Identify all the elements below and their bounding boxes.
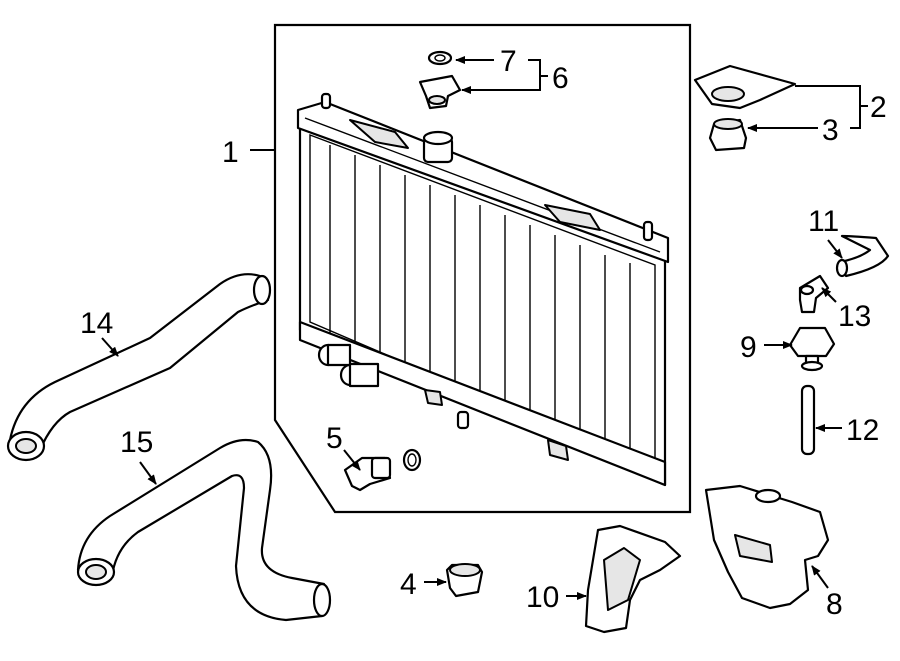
callout-11: 11 [808, 205, 839, 238]
callout-9: 9 [740, 331, 757, 364]
callout-12: 12 [846, 414, 879, 447]
leader-lines [101, 56, 868, 600]
callout-1: 1 [222, 136, 239, 169]
drain-o-ring [402, 448, 422, 472]
callout-2: 2 [870, 91, 887, 124]
callout-6: 6 [552, 62, 569, 95]
callout-13: 13 [838, 300, 871, 333]
radiator [296, 92, 670, 487]
callout-8: 8 [826, 588, 843, 621]
mount-bracket [693, 64, 797, 110]
radiator-cap [418, 74, 462, 110]
mount-insulator [708, 118, 748, 152]
callout-5: 5 [326, 422, 343, 455]
lower-insulator [445, 563, 484, 598]
hose-fitting [798, 274, 830, 314]
reservoir-bracket [584, 524, 682, 634]
drain-plug [343, 456, 392, 492]
cap-gasket [427, 50, 453, 66]
callout-labels: 1 2 3 4 5 6 7 8 9 10 11 12 13 14 15 [80, 45, 887, 621]
callout-15: 15 [120, 426, 153, 459]
upper-hose [6, 273, 272, 462]
reservoir-tank [704, 484, 830, 610]
assembly-frame [273, 23, 692, 514]
callout-10: 10 [526, 581, 559, 614]
lower-hose [76, 438, 332, 622]
reservoir-cap [788, 326, 836, 372]
overflow-tube [800, 384, 816, 456]
callout-4: 4 [400, 568, 417, 601]
callout-3: 3 [822, 114, 839, 147]
callout-7: 7 [500, 45, 517, 78]
overflow-hose [835, 234, 890, 278]
callout-14: 14 [80, 307, 113, 340]
